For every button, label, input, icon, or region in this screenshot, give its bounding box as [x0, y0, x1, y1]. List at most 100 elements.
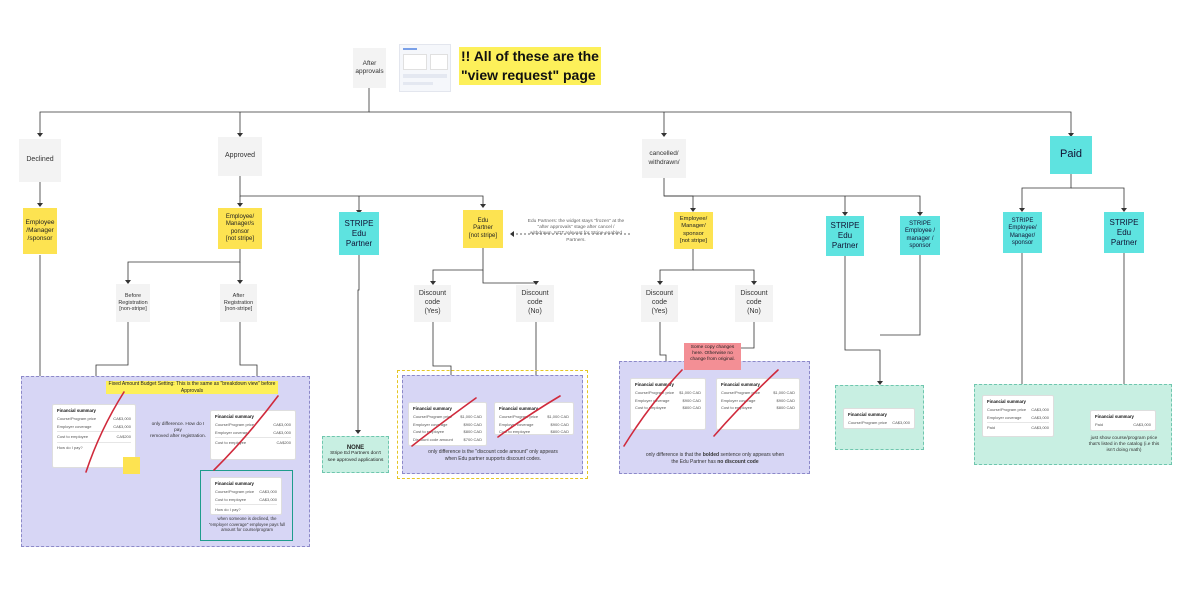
course-price-label: Course/Program price	[413, 414, 453, 420]
discount-diff-note: only difference is the "discount code am…	[428, 449, 558, 462]
cost-to-employee-label: Cost to employee	[215, 440, 247, 446]
cost-to-employee-label: Cost to employee	[215, 496, 247, 502]
declined-card-note: when someone is declined, the "employer …	[208, 516, 286, 533]
cost-to-employee-value: CA$200	[276, 440, 291, 446]
financial-summary-card-discount-no: Financial summary Course/Program price$1…	[494, 402, 574, 435]
discount-code-amount-value: $700 CAD	[463, 436, 482, 442]
financial-summary-card-paid-partner: Financial summary Paid CA$3,000	[1090, 410, 1156, 431]
card-title: Financial summary	[215, 481, 254, 486]
card-title: Financial summary	[215, 414, 254, 419]
employer-coverage-value: $900 CAD	[463, 421, 482, 427]
card-title: Financial summary	[721, 382, 760, 387]
cancelled-discount-yes-node: Discount code (Yes)	[641, 285, 678, 322]
course-price-label: Course/Program price	[987, 407, 1027, 413]
employer-coverage-label: Employer coverage	[635, 397, 670, 403]
cost-to-employee-value: $800 CAD	[463, 429, 482, 435]
none-text: Stripe Ed Partners don't see approved ap…	[327, 451, 384, 463]
employer-coverage-value: $900 CAD	[550, 421, 569, 427]
bolded-note-prefix: only difference is that the	[645, 452, 703, 458]
course-price-value: $1,000 CAD	[547, 414, 569, 420]
status-declined: Declined	[19, 139, 61, 182]
status-approved: Approved	[218, 137, 262, 176]
course-price-value: CA$3,000	[273, 422, 291, 428]
cancelled-stripe-partner-node: STRIPE Edu Partner	[826, 216, 864, 256]
employer-coverage-value: $900 CAD	[682, 397, 701, 403]
bolded-note-bold2: no discount code	[717, 458, 759, 465]
cost-to-employee-label: Cost to employee	[721, 405, 753, 411]
financial-summary-card-cancelled-yes: Financial summary Course/Program price $1…	[630, 378, 706, 430]
course-price-value: CA$3,000	[259, 489, 277, 495]
how-do-i-pay-link[interactable]: How do I pay?	[215, 507, 241, 513]
declined-payer-node: Employee /Manager /sponsor	[23, 208, 57, 254]
cost-to-employee-value: CA$200	[116, 434, 131, 440]
financial-summary-card-discount-yes: Financial summary Course/Program price $1…	[408, 402, 487, 446]
cost-to-employee-label: Cost to employee	[499, 429, 531, 435]
fixed-amount-note: Fixed Amount Budget Setting: This is the…	[106, 381, 278, 394]
course-price-value: $1,000 CAD	[460, 414, 482, 420]
none-box: NONE Stripe Ed Partners don't see approv…	[322, 436, 389, 473]
financial-summary-card-cancelled-no: Financial summary Course/Program price $1…	[716, 378, 800, 430]
employer-coverage-label: Employer coverage	[215, 429, 250, 435]
card-title: Financial summary	[1095, 414, 1134, 419]
cost-to-employee-label: Cost to employee	[413, 429, 445, 435]
status-paid: Paid	[1050, 136, 1092, 174]
course-price-label: Course/Program price	[848, 420, 888, 426]
approved-edu-partner-node: Edu Partner [not stripe]	[463, 210, 503, 248]
paid-value: CA$3,000	[1133, 422, 1151, 428]
employer-coverage-label: Employer coverage	[499, 421, 534, 427]
card-title: Financial summary	[635, 382, 674, 387]
card-title: Financial summary	[987, 399, 1026, 404]
cost-to-employee-value: $800 CAD	[776, 405, 795, 411]
course-price-value: $1,000 CAD	[773, 390, 795, 396]
view-request-note: !! All of these are the "view request" p…	[459, 47, 601, 85]
paid-label: Paid	[1095, 422, 1104, 428]
course-price-value: CA$3,000	[1031, 407, 1049, 413]
employer-coverage-value: CA$3,000	[113, 423, 131, 429]
paid-stripe-partner-node: STRIPE Edu Partner	[1104, 212, 1144, 253]
how-do-i-pay-link[interactable]: How do I pay?	[57, 444, 83, 450]
course-price-label: Course/Program price	[57, 416, 97, 422]
bolded-note-mid: sentence only appears when the Edu Partn…	[671, 452, 785, 465]
after-approvals-node: After approvals	[353, 48, 386, 88]
paid-label: Paid	[987, 425, 996, 431]
discount-code-amount-label: Discount code amount	[413, 436, 453, 442]
card-title: Financial summary	[57, 408, 96, 413]
bolded-note-bold: bolded	[702, 452, 720, 458]
course-price-value: $1,000 CAD	[679, 390, 701, 396]
after-registration-node: After Registration [non-stripe]	[220, 284, 257, 322]
cost-to-employee-value: CA$3,000	[259, 496, 277, 502]
cost-to-employee-value: $800 CAD	[550, 429, 569, 435]
cancelled-stripe-sponsor-node: STRIPE Employee / manager / sponsor	[900, 216, 940, 255]
course-price-label: Course/Program price	[635, 390, 675, 396]
course-price-label: Course/Program price	[721, 390, 761, 396]
copy-changes-note: Some copy changes here. Otherwise no cha…	[684, 343, 741, 370]
cost-to-employee-label: Cost to employee	[57, 434, 89, 440]
status-cancelled: cancelled/ withdrawn/	[642, 139, 686, 178]
employer-coverage-value: CA$3,000	[273, 429, 291, 435]
paid-stripe-sponsor-node: STRIPE Employee/ Manager/ sponsor	[1003, 212, 1042, 253]
frozen-note: Edu Partners: the widget stays "frozen" …	[527, 219, 625, 243]
sticky-note	[123, 457, 140, 474]
discount-region-outline	[397, 370, 588, 479]
employer-coverage-label: Employer coverage	[57, 423, 92, 429]
employer-coverage-value: CA$3,000	[1031, 414, 1049, 420]
none-label: NONE	[346, 445, 365, 452]
employer-coverage-label: Employer coverage	[987, 414, 1022, 420]
cancelled-sponsor-node: Employee/ Manager/ sponsor [not stripe]	[674, 212, 713, 249]
approved-stripe-partner-node: STRIPE Edu Partner	[339, 212, 379, 255]
approved-discount-no-node: Discount code (No)	[516, 285, 554, 322]
bolded-note: only difference is that the bolded sente…	[626, 452, 804, 465]
employer-coverage-label: Employer coverage	[413, 421, 448, 427]
paid-price-note: just show course/program price that's li…	[1088, 436, 1160, 454]
course-price-label: Course/Program price	[215, 422, 255, 428]
paid-value: CA$3,000	[1031, 425, 1049, 431]
cost-to-employee-value: $800 CAD	[682, 405, 701, 411]
approved-sponsor-node: Employee/ Manager/s ponsor [not stripe]	[218, 208, 262, 249]
employer-coverage-value: $900 CAD	[776, 397, 795, 403]
only-difference-note: only difference. How do I pay removed af…	[150, 422, 206, 440]
card-title: Financial summary	[413, 406, 452, 411]
course-price-label: Course/Program price	[215, 489, 255, 495]
